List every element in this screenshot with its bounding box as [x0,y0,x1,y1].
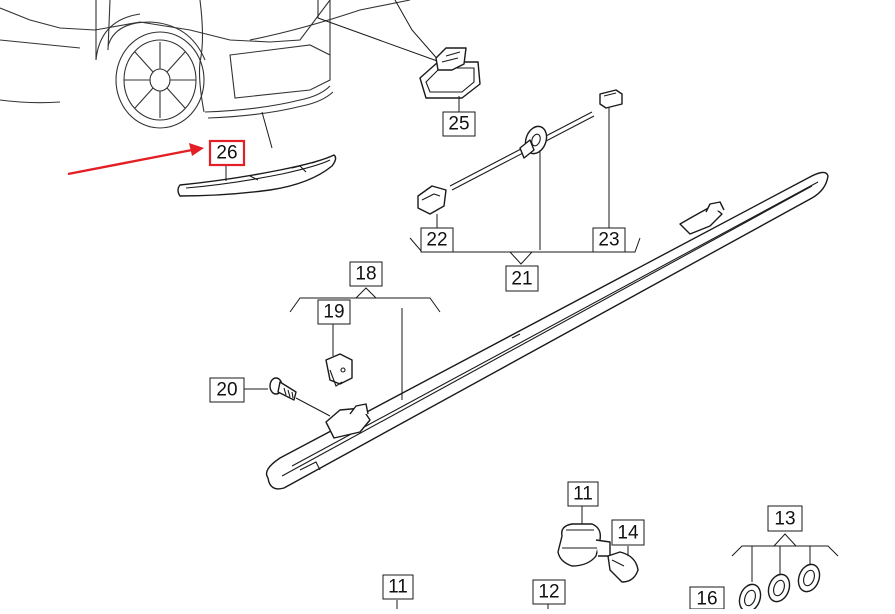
part-13-washers [731,533,839,613]
callout-11-lower-label: 11 [388,577,408,598]
callout-11-upper-label: 11 [573,484,593,505]
callout-25-label: 25 [448,114,469,135]
callout-11-lower[interactable]: 11 [382,574,414,600]
callout-21-label: 21 [511,269,532,290]
callout-22-label: 22 [426,230,447,251]
callout-22[interactable]: 22 [420,227,454,253]
callout-21[interactable]: 21 [505,265,539,292]
callout-14[interactable]: 14 [611,519,645,546]
red-arrow-icon [67,143,204,176]
callout-16[interactable]: 16 [689,586,725,610]
highlight-box-icon [208,139,246,167]
part-21-wiring-harness [409,89,641,265]
part-25-license-lamp [419,47,481,112]
callout-14-label: 14 [617,523,639,544]
callout-13[interactable]: 13 [767,505,803,532]
callout-26-label: 26 [216,143,237,164]
callout-18[interactable]: 18 [349,261,383,287]
part-26-trim-strip [177,154,337,197]
part-18-light-strip [265,171,829,490]
callout-25[interactable]: 25 [442,111,476,137]
part-19-clip [325,324,353,387]
callout-11-upper[interactable]: 11 [567,481,599,507]
callout-13-label: 13 [774,509,795,530]
part-20-screw [244,377,331,417]
callout-19[interactable]: 19 [317,299,351,325]
callout-18-label: 18 [355,264,376,285]
part-14-bulb [607,546,639,583]
part-11-bulb-socket [557,506,611,567]
callout-20-label: 20 [216,380,237,401]
callout-26[interactable]: 26 [208,139,246,167]
callout-16-label: 16 [696,589,717,610]
callout-23-label: 23 [598,230,619,251]
callout-23[interactable]: 23 [592,227,626,253]
callout-19-label: 19 [323,302,344,323]
callout-12[interactable]: 12 [532,579,566,605]
vehicle-rear-sketch [0,0,441,149]
callout-12-label: 12 [538,582,559,603]
callout-20[interactable]: 20 [209,377,245,403]
